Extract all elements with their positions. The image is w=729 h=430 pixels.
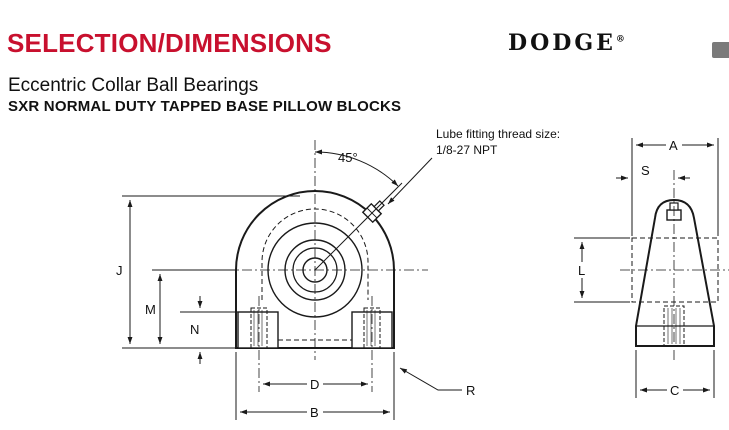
side-hole-thread bbox=[667, 308, 681, 344]
product-line: SXR NORMAL DUTY TAPPED BASE PILLOW BLOCK… bbox=[8, 98, 402, 115]
side-housing-outline bbox=[635, 198, 715, 347]
subtitle: Eccentric Collar Ball Bearings bbox=[8, 75, 259, 96]
page-title: SELECTION/DIMENSIONS bbox=[7, 28, 332, 58]
angle-indicator bbox=[314, 149, 403, 271]
b-label-gap bbox=[307, 404, 323, 420]
dodge-logo: DODGE® bbox=[508, 30, 625, 56]
dim-label-A: A bbox=[669, 138, 678, 153]
l-label-gap bbox=[576, 262, 590, 278]
a-label-gap bbox=[666, 137, 682, 153]
trademark-symbol: ® bbox=[615, 34, 625, 45]
angle-label: 45° bbox=[338, 150, 358, 165]
side-view bbox=[631, 198, 719, 347]
dim-label-M: M bbox=[145, 302, 156, 317]
dim-label-J: J bbox=[116, 263, 123, 278]
horizontal-dimensions bbox=[235, 352, 462, 420]
c-label-gap bbox=[667, 382, 683, 398]
dim-label-L: L bbox=[578, 263, 585, 278]
lube-note-leader bbox=[387, 157, 433, 205]
right-tapped-hole bbox=[363, 307, 381, 349]
d-label-gap bbox=[307, 376, 323, 392]
dim-label-N: N bbox=[190, 322, 199, 337]
lube-note-line1: Lube fitting thread size: bbox=[436, 127, 560, 141]
left-tapped-hole bbox=[250, 307, 268, 349]
dim-label-S: S bbox=[641, 163, 650, 178]
brand-name: DODGE bbox=[508, 30, 616, 56]
vertical-dimensions bbox=[122, 195, 300, 364]
dim-label-D: D bbox=[310, 377, 319, 392]
right-hole-thread bbox=[366, 310, 376, 346]
left-hole-thread bbox=[253, 310, 263, 346]
side-bearing-insert bbox=[631, 237, 719, 303]
dim-label-R: R bbox=[466, 383, 475, 398]
dim-label-B: B bbox=[310, 405, 319, 420]
brand-mark-icon bbox=[712, 42, 729, 58]
side-centerlines bbox=[620, 170, 729, 360]
dim-label-C: C bbox=[670, 383, 679, 398]
lube-note-line2: 1/8-27 NPT bbox=[436, 143, 498, 157]
